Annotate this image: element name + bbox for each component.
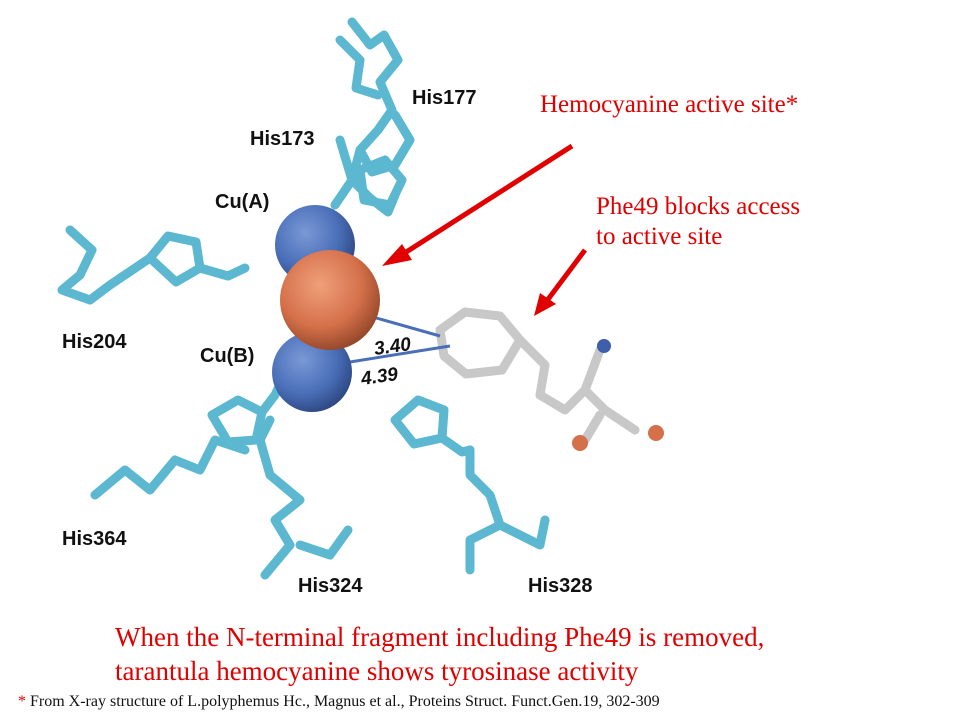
arrow-phe49-shaft [544, 248, 587, 304]
phe49-annotation-line-1: Phe49 blocks access [596, 193, 801, 220]
label-cu-b: Cu(B) [200, 345, 254, 367]
his328-side [495, 515, 550, 550]
label-his204: His204 [62, 331, 127, 353]
his173-link [335, 135, 400, 217]
arrow-phe49-head [534, 293, 556, 316]
active-site-title: Hemocyanine active site* [540, 91, 799, 118]
arrow-active-site-shaft [398, 143, 574, 259]
bottom-annotation: When the N-terminal fragment including P… [115, 620, 764, 688]
citation-footnote: * From X-ray structure of L.polyphemus H… [18, 693, 660, 711]
phe49-annotation-line-2: to active site [596, 223, 723, 250]
label-his324: His324 [298, 575, 363, 597]
oxygen-bridge-atom [280, 250, 380, 350]
histidine-residues [57, 17, 550, 580]
his324-side [295, 525, 353, 560]
his364-ring [207, 395, 267, 447]
phe49-oxygen-1 [572, 435, 588, 451]
his204-ring [145, 231, 205, 287]
phe49-nitrogen [597, 339, 611, 353]
phe49-ring [435, 307, 525, 379]
his328-link [437, 433, 475, 457]
bottom-annotation-line-2: tarantula hemocyanine shows tyrosinase a… [115, 656, 639, 686]
bottom-annotation-line-1: When the N-terminal fragment including P… [115, 622, 765, 652]
phe49-residue [435, 307, 640, 445]
label-his177: His177 [412, 87, 477, 109]
arrow-active-site-head [382, 244, 412, 266]
his364-chain [90, 435, 250, 500]
label-his364: His364 [62, 528, 127, 550]
his177-chain [330, 17, 403, 210]
his328-chain [465, 445, 505, 575]
citation-marker: * [18, 693, 26, 710]
phe49-oxygen-2 [648, 425, 664, 441]
his204-chain [57, 225, 155, 305]
label-his173: His173 [250, 128, 315, 150]
phe49-chain [515, 335, 640, 435]
his328-ring [390, 395, 449, 449]
copper-b-atom [272, 332, 352, 412]
label-his328: His328 [528, 575, 593, 597]
phe49-annotation: Phe49 blocks access to active site [596, 192, 800, 252]
label-cu-a: Cu(A) [215, 191, 269, 213]
citation-text: From X-ray structure of L.polyphemus Hc.… [30, 693, 660, 710]
his324-chain [255, 415, 305, 580]
phe49-branch2 [580, 410, 605, 445]
phe49-branch [580, 345, 605, 395]
label-distance-1: 3.40 [373, 334, 413, 360]
annotation-arrows [382, 143, 587, 316]
his177-side [335, 35, 383, 100]
his204-link [195, 263, 250, 281]
label-distance-2: 4.39 [359, 364, 400, 390]
